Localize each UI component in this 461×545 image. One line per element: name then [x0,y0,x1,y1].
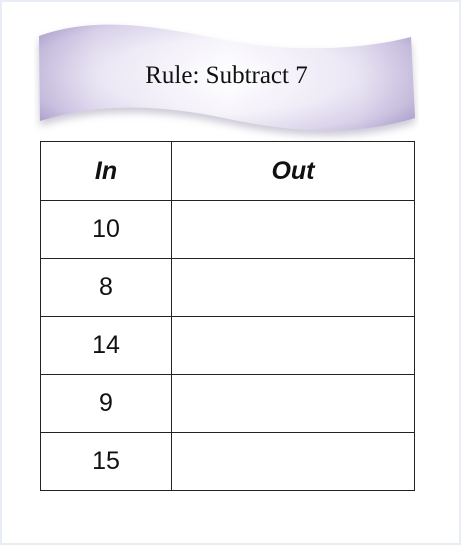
in-value-cell: 14 [40,316,172,375]
in-value-cell: 8 [40,258,172,317]
table-row: 9 [40,374,415,433]
rule-text: Rule: Subtract 7 [145,62,308,89]
input-output-table: In Out 10 8 14 9 15 [40,141,415,491]
out-column-header: Out [171,141,415,201]
in-value-cell: 9 [40,374,172,433]
banner-ribbon-shape [39,24,415,131]
in-value-cell: 15 [40,432,172,491]
out-answer-cell[interactable] [171,432,415,491]
table-row: 8 [40,258,415,317]
table-row: 15 [40,432,415,491]
out-answer-cell[interactable] [171,374,415,433]
out-answer-cell[interactable] [171,316,415,375]
table-row: 14 [40,316,415,375]
out-answer-cell[interactable] [171,200,415,259]
rule-banner: Rule: Subtract 7 [34,20,419,142]
table-header-row: In Out [40,141,415,201]
in-column-header: In [40,141,172,201]
in-value-cell: 10 [40,200,172,259]
out-answer-cell[interactable] [171,258,415,317]
table-row: 10 [40,200,415,259]
